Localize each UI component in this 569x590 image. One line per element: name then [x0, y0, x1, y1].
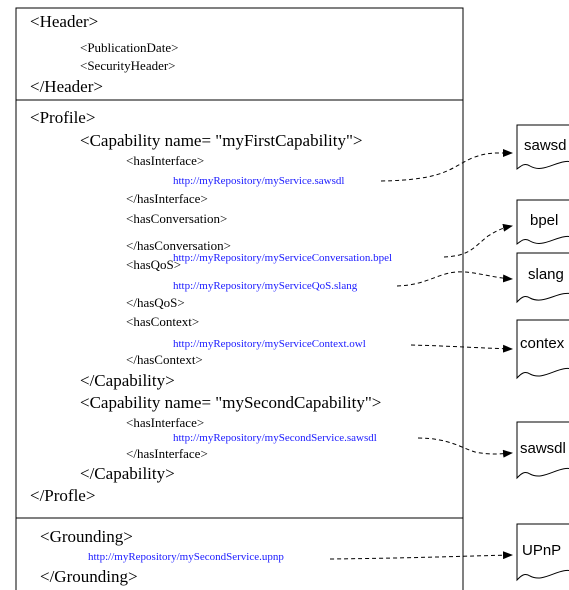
connector-arrows: [329, 148, 513, 560]
has-context-open-tag: <hasContext>: [126, 314, 199, 329]
profile-close-tag: </Profle>: [30, 486, 95, 505]
capability-1-close-tag: </Capability>: [80, 371, 175, 390]
document-upnp: UPnP: [516, 523, 569, 582]
header-open-tag: <Header>: [30, 12, 98, 31]
grounding-close-tag: </Grounding>: [40, 567, 138, 586]
has-qos-close-tag: </hasQoS>: [126, 295, 185, 310]
has-conversation-open-tag: <hasConversation>: [126, 211, 227, 226]
document-sawsdl: sawsd: [516, 124, 569, 170]
header-close-tag: </Header>: [30, 77, 103, 96]
document-sawsdl-label: sawsd: [524, 137, 567, 154]
grounding-section: <Grounding> http://myRepository/mySecond…: [40, 527, 284, 586]
profile-section: <Profile> <Capability name= "myFirstCapa…: [30, 108, 392, 505]
grounding-open-tag: <Grounding>: [40, 527, 133, 546]
has-interface-2-open-tag: <hasInterface>: [126, 415, 204, 430]
document-context-label: contex: [520, 335, 565, 352]
sawsdl-link[interactable]: http://myRepository/myService.sawsdl: [173, 175, 344, 187]
arrow-bpel: [443, 223, 513, 258]
has-conversation-close-tag: </hasConversation>: [126, 238, 231, 253]
capability-2-close-tag: </Capability>: [80, 464, 175, 483]
context-link[interactable]: http://myRepository/myServiceContext.owl: [173, 338, 366, 350]
upnp-link[interactable]: http://myRepository/mySecondService.upnp: [88, 551, 284, 563]
arrow-sawsdl-2: [417, 437, 513, 458]
arrow-upnp: [329, 551, 513, 560]
capability-2-open-tag: <Capability name= "mySecondCapability">: [80, 393, 381, 412]
slang-link[interactable]: http://myRepository/myServiceQoS.slang: [173, 280, 358, 292]
header-section: <Header> <PublicationDate> <SecurityHead…: [30, 12, 178, 96]
document-slang: slang: [516, 252, 569, 304]
document-bpel: bpel: [516, 199, 569, 245]
arrow-sawsdl: [380, 148, 513, 182]
service-description-box: [15, 7, 464, 590]
security-header-tag: <SecurityHeader>: [80, 58, 176, 73]
document-sawsdl-2-label: sawsdl: [520, 440, 566, 457]
arrow-slang: [396, 271, 513, 287]
has-interface-2-close-tag: </hasInterface>: [126, 446, 208, 461]
document-sawsdl-2: sawsdl: [516, 421, 569, 480]
has-interface-close-tag: </hasInterface>: [126, 191, 208, 206]
document-context: contex: [516, 319, 569, 380]
document-slang-label: slang: [528, 266, 564, 283]
has-interface-open-tag: <hasInterface>: [126, 153, 204, 168]
bpel-link[interactable]: http://myRepository/myServiceConversatio…: [173, 252, 392, 264]
publication-date-tag: <PublicationDate>: [80, 40, 178, 55]
has-context-close-tag: </hasContext>: [126, 352, 203, 367]
profile-open-tag: <Profile>: [30, 108, 95, 127]
arrow-context: [410, 344, 513, 353]
sawsdl-2-link[interactable]: http://myRepository/mySecondService.saws…: [173, 432, 377, 444]
has-qos-open-tag: <hasQoS>: [126, 257, 181, 272]
document-bpel-label: bpel: [530, 212, 558, 229]
capability-1-open-tag: <Capability name= "myFirstCapability">: [80, 131, 363, 150]
document-upnp-label: UPnP: [522, 542, 561, 559]
